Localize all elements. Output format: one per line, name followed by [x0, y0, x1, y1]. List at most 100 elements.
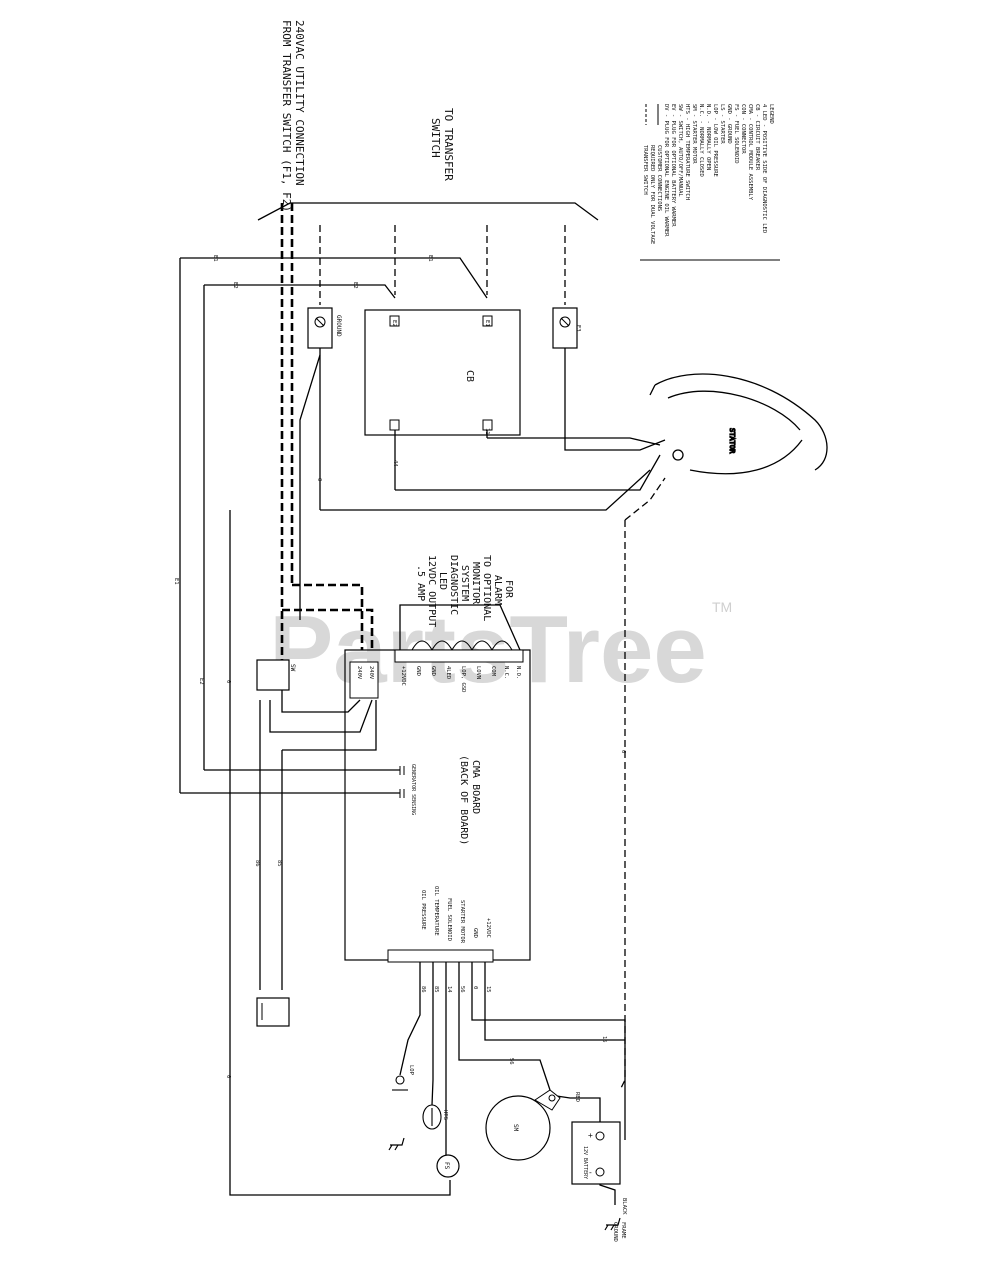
generator-sensing: GENERATOR SENSING	[399, 764, 416, 815]
svg-text:+12VDC: +12VDC	[485, 918, 491, 938]
svg-text:SM: SM	[512, 1124, 519, 1132]
svg-text:GROUND: GROUND	[335, 315, 342, 337]
svg-text:FRAME: FRAME	[620, 1222, 626, 1239]
wires	[179, 202, 666, 1205]
option-text: FOR ALARM TO OPTIONAL MONITOR SYSTEM DIA…	[415, 555, 514, 627]
svg-text:15: 15	[601, 1036, 607, 1043]
cma-board: CMA BOARD (BACK OF BOARD) 240V 240V	[344, 649, 531, 963]
lop-switch: LOP	[392, 1065, 414, 1091]
svg-text:.5 AMP: .5 AMP	[415, 565, 426, 601]
svg-text:FUEL SOLENOID: FUEL SOLENOID	[446, 898, 452, 941]
svg-text:EV - PLUG FOR OPTIONAL BATTE: EV - PLUG FOR OPTIONAL BATTERY WARMER	[670, 104, 676, 227]
svg-text:OIL PRESSURE: OIL PRESSURE	[420, 890, 426, 930]
svg-text:BLACK: BLACK	[621, 1198, 627, 1215]
svg-text:TRANSFER SWITCH: TRANSFER SWITCH	[642, 145, 648, 195]
svg-text:SW - SWITCH, AUTO/OFF/MANUAL: SW - SWITCH, AUTO/OFF/MANUAL	[677, 104, 683, 197]
svg-text:GND: GND	[472, 928, 478, 938]
hts-switch: HTS	[422, 1104, 448, 1130]
svg-text:FS - FUEL SOLENOID: FS - FUEL SOLENOID	[733, 104, 739, 164]
board-bottom-connector	[387, 949, 494, 963]
svg-text:GND: GND	[430, 666, 436, 676]
svg-text:E3: E3	[575, 325, 581, 332]
svg-text:LOP: LOP	[408, 1065, 414, 1076]
svg-text:+: +	[588, 1131, 593, 1140]
svg-text:6: 6	[620, 750, 626, 753]
svg-text:0: 0	[225, 1075, 231, 1078]
svg-text:56: 56	[459, 986, 465, 993]
svg-text:REQUIRED ONLY FOR DUAL VOLTAGE: REQUIRED ONLY FOR DUAL VOLTAGE	[649, 145, 655, 244]
watermark-tm: TM	[712, 599, 732, 615]
svg-text:11: 11	[484, 428, 490, 435]
svg-text:85: 85	[276, 860, 282, 867]
svg-text:0: 0	[225, 680, 231, 683]
svg-text:N.C. - NORMALLY CLOSED: N.C. - NORMALLY CLOSED	[698, 104, 704, 177]
svg-text:15: 15	[485, 986, 491, 993]
svg-text:E2: E2	[198, 678, 204, 685]
svg-text:FROM TRANSFER SWITCH (F1, F2): FROM TRANSFER SWITCH (F1, F2)	[280, 20, 293, 212]
svg-text:HTS - HIGH TEMPERATURE SWITCH: HTS - HIGH TEMPERATURE SWITCH	[684, 104, 690, 200]
svg-text:SYSTEM: SYSTEM	[459, 565, 470, 601]
svg-text:240V: 240V	[356, 666, 362, 680]
starter-motor: SM	[485, 1089, 561, 1161]
svg-text:GROUND: GROUND	[612, 1222, 618, 1242]
svg-text:0: 0	[472, 986, 478, 989]
fuel-solenoid: FS	[436, 1154, 460, 1178]
svg-text:N.O. - NORMALLY OPEN: N.O. - NORMALLY OPEN	[705, 104, 711, 170]
svg-text:SWITCH: SWITCH	[429, 118, 442, 158]
svg-text:E2: E2	[391, 320, 397, 327]
svg-text:86: 86	[254, 860, 260, 867]
svg-text:CMA - CONTROL MODULE ASSEMBLY: CMA - CONTROL MODULE ASSEMBLY	[747, 104, 753, 201]
svg-text:COM: COM	[490, 666, 496, 677]
svg-text:85: 85	[433, 986, 439, 993]
svg-text:N.C.: N.C.	[503, 666, 509, 679]
svg-text:LEGEND: LEGEND	[768, 104, 774, 124]
svg-text:4LED: 4LED	[445, 666, 451, 679]
svg-text:12VDC OUTPUT: 12VDC OUTPUT	[426, 555, 437, 627]
legend: LEGEND 4 LED - POSITIVE SIDE OF DIAGNOST…	[640, 104, 780, 261]
svg-text:N.O.: N.O.	[515, 666, 521, 679]
bottom-wire-numbers: 15 0 56 14 85 86	[420, 986, 491, 993]
board-top-connector	[394, 649, 524, 663]
svg-text:4 LED - POSITIVE SIDE OF DIAGN: 4 LED - POSITIVE SIDE OF DIAGNOSTIC LED	[761, 104, 767, 233]
svg-text:FS: FS	[443, 1162, 450, 1170]
svg-text:86: 86	[420, 986, 426, 993]
svg-text:STATOR: STATOR	[728, 428, 736, 454]
svg-text:RED: RED	[574, 1092, 580, 1102]
svg-text:CON - CONNECTOR: CON - CONNECTOR	[740, 104, 746, 154]
svg-text:E1: E1	[212, 255, 218, 262]
circuit-breaker: CB	[364, 309, 521, 436]
top-headings: 240VAC UTILITY CONNECTION FROM TRANSFER …	[280, 20, 455, 212]
svg-text:0: 0	[316, 478, 322, 481]
svg-text:+12VDC: +12VDC	[400, 666, 406, 686]
svg-text:TO TRANSFER: TO TRANSFER	[442, 108, 455, 181]
stator: STATOR	[649, 373, 828, 475]
switch-sw: SW	[256, 659, 296, 691]
svg-text:STARTER MOTOR: STARTER MOTOR	[459, 900, 465, 944]
svg-text:E1: E1	[484, 320, 490, 327]
svg-text:DIAGNOSTIC: DIAGNOSTIC	[448, 555, 459, 615]
svg-text:CB - CIRCUIT BREAKER: CB - CIRCUIT BREAKER	[754, 104, 760, 171]
bottom-pin-labels: +12VDC GND STARTER MOTOR FUEL SOLENOID O…	[420, 886, 491, 944]
svg-text:GENERATOR SENSING: GENERATOR SENSING	[410, 764, 416, 815]
svg-text:LOVN: LOVN	[475, 666, 481, 679]
svg-text:E2: E2	[232, 282, 238, 289]
svg-text:E1: E1	[173, 578, 179, 585]
svg-text:SM - STARTER MOTOR: SM - STARTER MOTOR	[691, 104, 697, 164]
svg-text:CB: CB	[464, 370, 475, 382]
e3-terminal	[552, 307, 578, 349]
svg-text:DV - PLUG FOR OPTIONAL ENGIN: DV - PLUG FOR OPTIONAL ENGINE OIL WARMER	[663, 104, 669, 237]
svg-text:12V BATTERY: 12V BATTERY	[582, 1146, 588, 1179]
ground-symbols	[388, 1137, 621, 1231]
svg-text:GND - GROUND: GND - GROUND	[726, 104, 732, 144]
svg-text:E2: E2	[352, 282, 358, 289]
svg-text:LS - STARTER: LS - STARTER	[719, 104, 725, 144]
svg-text:14: 14	[446, 986, 452, 993]
svg-text:ALARM: ALARM	[492, 575, 503, 605]
svg-text:HTS: HTS	[442, 1110, 448, 1120]
svg-text:LOP - LOW OIL PRESSURE: LOP - LOW OIL PRESSURE	[712, 104, 718, 177]
misc-labels: E1 E1 E2 E2 E3 E2 E1 44 11 0 E1 E2 0 0 6…	[173, 255, 627, 1242]
top-pin-labels: +12VDC GND GND 4LED LOP, GSD LOVN COM N.…	[400, 666, 521, 693]
svg-text:FOR: FOR	[503, 580, 514, 599]
svg-text:OIL TEMPERATURE: OIL TEMPERATURE	[433, 886, 439, 936]
svg-text:LED: LED	[437, 572, 448, 590]
